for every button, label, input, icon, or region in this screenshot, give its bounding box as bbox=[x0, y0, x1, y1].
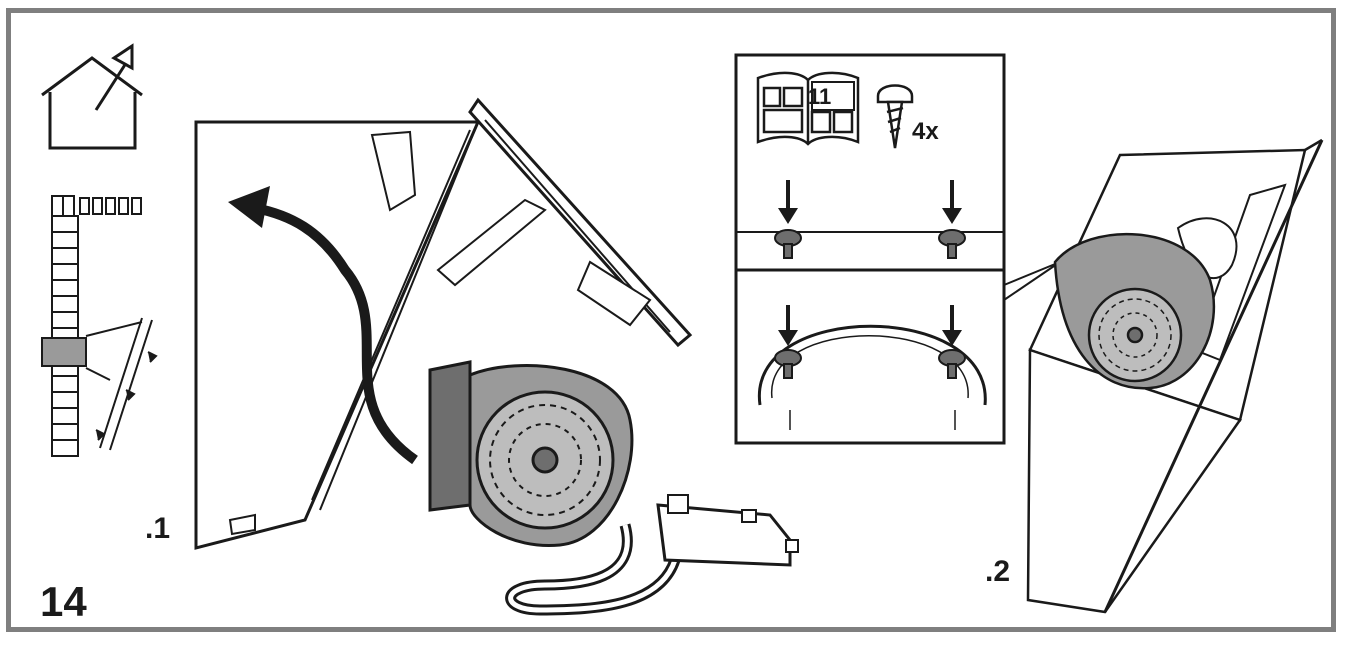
inset-detail bbox=[734, 53, 1061, 445]
screw-quantity: 4x bbox=[912, 118, 939, 145]
rotate-arrow-head bbox=[228, 186, 270, 228]
step-number: 14 bbox=[40, 578, 87, 625]
house-vent-icon bbox=[41, 43, 143, 150]
control-box bbox=[656, 494, 799, 567]
down-arrow-icon bbox=[942, 305, 962, 346]
chimney-stack-icon bbox=[41, 195, 158, 457]
down-arrow-icon bbox=[778, 180, 798, 224]
blower-motor bbox=[428, 360, 634, 548]
rotate-arrow-icon bbox=[254, 203, 418, 465]
down-arrow-icon bbox=[942, 180, 962, 224]
sub-step-1-label: .1 bbox=[145, 512, 171, 545]
hood-panel-open bbox=[194, 97, 693, 550]
screw-icon bbox=[876, 84, 914, 149]
blower-installed bbox=[1053, 232, 1216, 390]
down-arrow-icon bbox=[778, 305, 798, 346]
page-ref-box bbox=[811, 81, 855, 111]
screw-positions bbox=[774, 180, 966, 379]
manual-page-ref: 11 bbox=[808, 84, 832, 109]
sub-step-2-label: .2 bbox=[985, 555, 1011, 588]
